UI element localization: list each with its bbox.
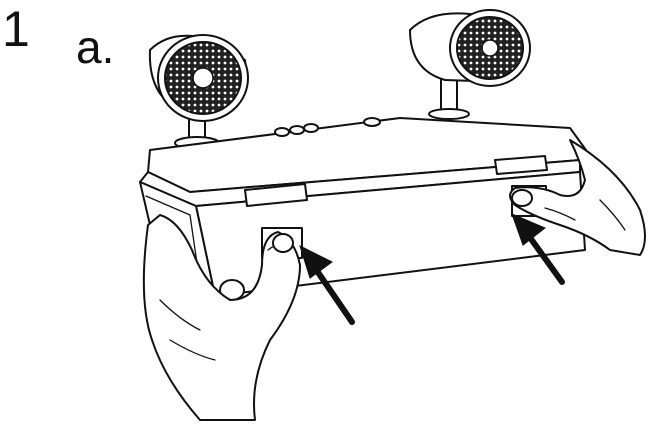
arrow-right: [511, 213, 565, 285]
right-lamp-head: [409, 9, 531, 120]
arrow-left: [299, 245, 355, 325]
step-number: 1: [2, 1, 30, 57]
housing: [139, 117, 587, 301]
step-sub-label: a.: [76, 21, 115, 73]
right-hand: [509, 139, 646, 256]
left-hand: [142, 214, 301, 421]
left-lamp-head: [148, 34, 249, 150]
